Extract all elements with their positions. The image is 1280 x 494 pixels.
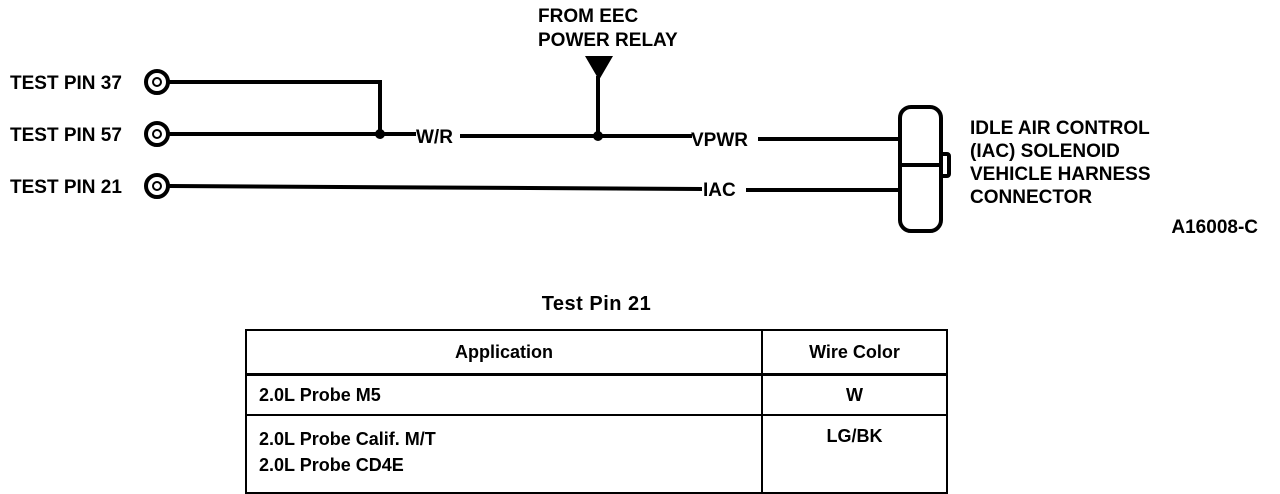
table-row: 2.0L Probe M5 W: [245, 373, 948, 416]
test-pin-57-icon: [144, 121, 170, 147]
application-text: 2.0L Probe CD4E: [259, 455, 404, 475]
figure-id: A16008-C: [1171, 217, 1258, 238]
wire-pin21: [168, 183, 703, 192]
wire-label-iac: IAC: [703, 180, 736, 201]
connector-label-line-1: IDLE AIR CONTROL: [970, 118, 1150, 139]
relay-label-line-2: POWER RELAY: [538, 30, 678, 51]
application-cell: 2.0L Probe M5: [245, 373, 763, 416]
application-text: 2.0L Probe Calif. M/T: [259, 429, 436, 449]
connector-label-line-4: CONNECTOR: [970, 187, 1092, 208]
test-pin-37-icon: [144, 69, 170, 95]
table-header-row: Application Wire Color: [245, 329, 948, 376]
connector-label-line-3: VEHICLE HARNESS: [970, 164, 1151, 185]
pin-57-label: TEST PIN 57: [10, 125, 122, 146]
junction-dot-pin37: [375, 129, 385, 139]
wire-color-table: Application Wire Color 2.0L Probe M5 W 2…: [245, 329, 948, 494]
table-row: 2.0L Probe Calif. M/T 2.0L Probe CD4E LG…: [245, 414, 948, 494]
header-application: Application: [245, 329, 763, 376]
test-pin-21-icon: [144, 173, 170, 199]
relay-arrow-icon: [585, 56, 613, 80]
wire-color-cell: W: [761, 373, 948, 416]
wiring-diagram: TEST PIN 37 TEST PIN 57 TEST PIN 21 W/R …: [10, 6, 1258, 238]
iac-connector-icon: [898, 105, 951, 233]
wire-pin37: [169, 80, 382, 136]
table-title: Test Pin 21: [541, 293, 652, 315]
pin-37-label: TEST PIN 37: [10, 73, 122, 94]
application-text: 2.0L Probe M5: [259, 385, 381, 405]
wire-label-wr: W/R: [416, 127, 453, 148]
application-cell: 2.0L Probe Calif. M/T 2.0L Probe CD4E: [245, 414, 763, 494]
wire-label-vpwr: VPWR: [691, 130, 748, 151]
relay-label-line-1: FROM EEC: [538, 6, 639, 27]
wire-color-cell: LG/BK: [761, 414, 948, 494]
connector-label-line-2: (IAC) SOLENOID: [970, 141, 1120, 162]
header-wire-color: Wire Color: [761, 329, 948, 376]
pin-21-label: TEST PIN 21: [10, 177, 122, 198]
junction-dot-relay: [593, 131, 603, 141]
